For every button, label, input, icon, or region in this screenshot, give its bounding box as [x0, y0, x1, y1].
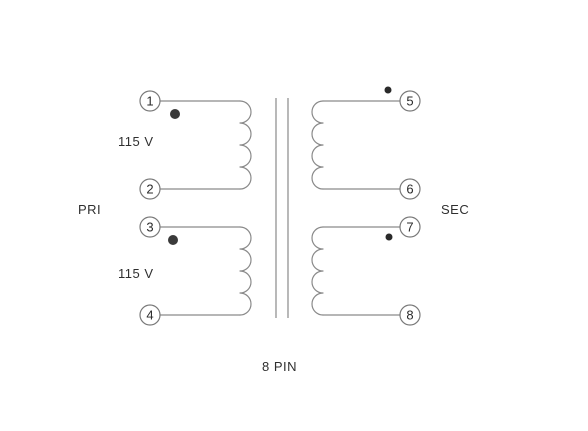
pin-2-label: 2	[146, 182, 153, 197]
pin-5: 5	[399, 90, 421, 112]
coil-primary-b	[239, 226, 252, 316]
secondary-label: SEC	[441, 202, 469, 217]
polarity-dot-pin5	[384, 86, 392, 94]
package-label: 8 PIN	[262, 359, 297, 374]
pin-1-label: 1	[146, 94, 153, 109]
voltage-label-top: 115 V	[118, 134, 154, 149]
coil-secondary-a	[311, 100, 324, 190]
transformer-core	[275, 98, 289, 318]
pin-8: 8	[399, 304, 421, 326]
primary-label: PRI	[78, 202, 101, 217]
pin-6-label: 6	[406, 182, 413, 197]
pin-4: 4	[139, 304, 161, 326]
pin-7: 7	[399, 216, 421, 238]
pin-2: 2	[139, 178, 161, 200]
pin-6: 6	[399, 178, 421, 200]
secondary-winding-a	[311, 100, 401, 190]
primary-winding-a	[159, 100, 252, 190]
pin-5-label: 5	[406, 94, 413, 109]
voltage-label-bottom: 115 V	[118, 266, 154, 281]
primary-winding-b	[159, 226, 252, 316]
polarity-dot-pin3	[168, 235, 178, 245]
secondary-winding-b	[311, 226, 401, 316]
coil-secondary-b	[311, 226, 324, 316]
pin-3-label: 3	[146, 220, 153, 235]
coil-primary-a	[239, 100, 252, 190]
pin-4-label: 4	[146, 308, 153, 323]
polarity-dot-pin7	[385, 233, 393, 241]
pin-8-label: 8	[406, 308, 413, 323]
pin-1: 1	[139, 90, 161, 112]
pin-7-label: 7	[406, 220, 413, 235]
pin-3: 3	[139, 216, 161, 238]
polarity-dot-pin1	[170, 109, 180, 119]
